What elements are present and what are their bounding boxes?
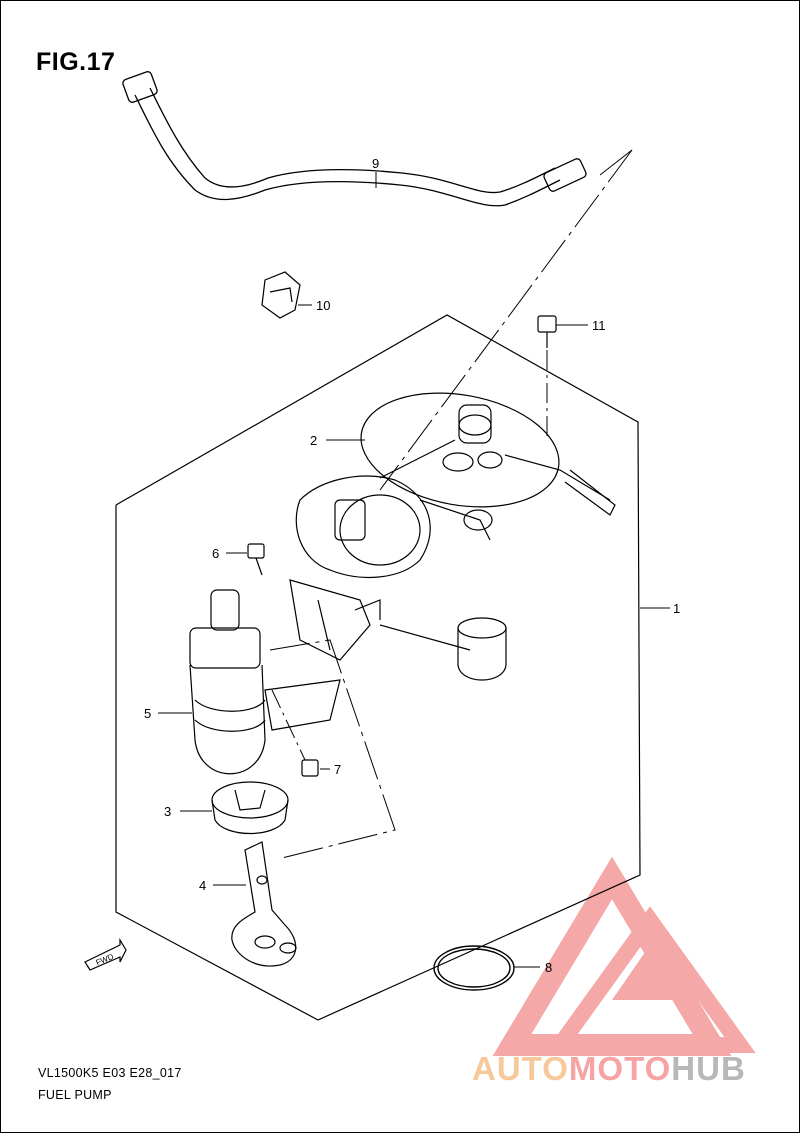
callout-9: 9 [372,156,379,171]
watermark-part-auto: AUTO [472,1050,569,1087]
fuel-pump-motor [189,589,341,775]
pump-flange-plate [360,392,616,516]
hose-clamp [261,271,301,319]
figure-title: FIG.17 [36,48,116,76]
callout-3: 3 [164,804,171,819]
callout-4: 4 [199,878,206,893]
bolt-11 [537,315,557,348]
fuel-level-float [379,617,507,681]
callout-6: 6 [212,546,219,561]
callout-1: 1 [673,601,680,616]
callout-11: 11 [592,318,606,333]
callout-8: 8 [545,960,552,975]
callout-10: 10 [316,298,330,313]
forward-arrow-icon: FWD [84,937,127,971]
callout-2: 2 [310,433,317,448]
watermark-part-moto: MOTO [568,1050,672,1087]
o-ring-8 [433,945,515,991]
watermark-text: AUTOMOTOHUB [472,1050,746,1088]
pump-bracket-4 [231,841,297,967]
fuel-hose [122,71,587,207]
callout-5: 5 [144,706,151,721]
model-code: VL1500K5 E03 E28_017 [38,1066,182,1080]
diagram-title: FUEL PUMP [38,1088,112,1102]
callout-7: 7 [334,762,341,777]
watermark-logo [492,856,756,1056]
pump-bracket-assembly [289,475,493,661]
pump-filter-holder [211,781,289,835]
screw-6 [247,543,265,576]
watermark-part-hub: HUB [671,1050,746,1087]
screw-7 [301,759,319,777]
assembly-outline [115,314,641,1021]
fwd-label: FWD [95,952,115,967]
